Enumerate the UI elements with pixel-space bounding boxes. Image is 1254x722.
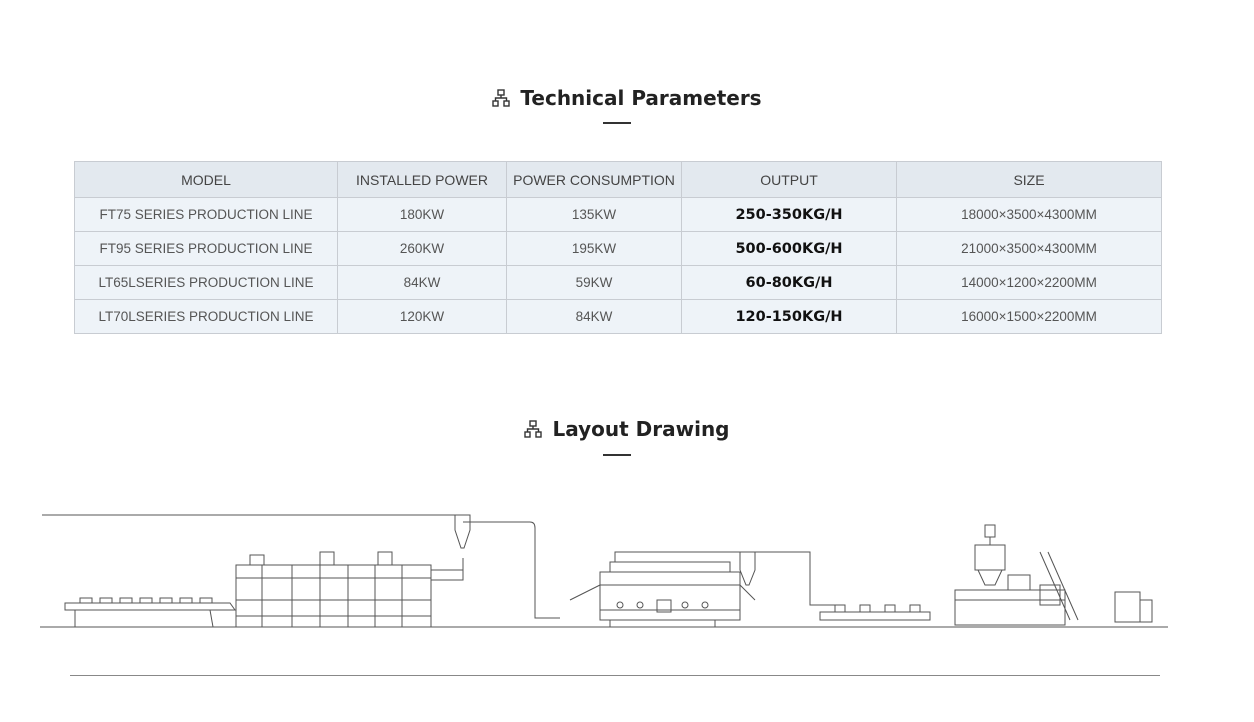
bottom-divider [70, 675, 1160, 676]
cell-output: 250-350KG/H [681, 197, 897, 232]
technical-parameters-heading: Technical Parameters [0, 86, 1254, 112]
cell-power-consumption: 195KW [506, 231, 682, 266]
cell-installed-power: 120KW [337, 299, 507, 334]
cell-model: FT75 SERIES PRODUCTION LINE [74, 197, 338, 232]
cell-model: LT70LSERIES PRODUCTION LINE [74, 299, 338, 334]
sitemap-icon [524, 419, 543, 443]
header-installed-power: INSTALLED POWER [337, 161, 507, 198]
cell-size: 16000×1500×2200MM [896, 299, 1162, 334]
cell-installed-power: 180KW [337, 197, 507, 232]
cell-model: LT65LSERIES PRODUCTION LINE [74, 265, 338, 300]
cell-output: 60-80KG/H [681, 265, 897, 300]
table-header-row: MODEL INSTALLED POWER POWER CONSUMPTION … [74, 161, 1162, 198]
table-row: LT70LSERIES PRODUCTION LINE 120KW 84KW 1… [74, 299, 1162, 334]
section-title-text: Layout Drawing [552, 417, 730, 441]
title-underline [603, 454, 631, 456]
table-row: LT65LSERIES PRODUCTION LINE 84KW 59KW 60… [74, 265, 1162, 300]
cell-installed-power: 260KW [337, 231, 507, 266]
cell-power-consumption: 84KW [506, 299, 682, 334]
header-output: OUTPUT [681, 161, 897, 198]
production-line-layout-drawing [40, 514, 1168, 628]
cell-installed-power: 84KW [337, 265, 507, 300]
technical-parameters-table: MODEL INSTALLED POWER POWER CONSUMPTION … [74, 161, 1162, 334]
cell-power-consumption: 135KW [506, 197, 682, 232]
cell-output: 120-150KG/H [681, 299, 897, 334]
table-row: FT95 SERIES PRODUCTION LINE 260KW 195KW … [74, 231, 1162, 266]
section-title-text: Technical Parameters [520, 86, 762, 110]
cell-size: 14000×1200×2200MM [896, 265, 1162, 300]
header-power-consumption: POWER CONSUMPTION [506, 161, 682, 198]
table-row: FT75 SERIES PRODUCTION LINE 180KW 135KW … [74, 197, 1162, 232]
cell-size: 21000×3500×4300MM [896, 231, 1162, 266]
header-model: MODEL [74, 161, 338, 198]
cell-power-consumption: 59KW [506, 265, 682, 300]
layout-drawing-heading: Layout Drawing [0, 417, 1254, 443]
title-underline [603, 122, 631, 124]
sitemap-icon [492, 88, 511, 112]
cell-output: 500-600KG/H [681, 231, 897, 266]
cell-model: FT95 SERIES PRODUCTION LINE [74, 231, 338, 266]
header-size: SIZE [896, 161, 1162, 198]
cell-size: 18000×3500×4300MM [896, 197, 1162, 232]
